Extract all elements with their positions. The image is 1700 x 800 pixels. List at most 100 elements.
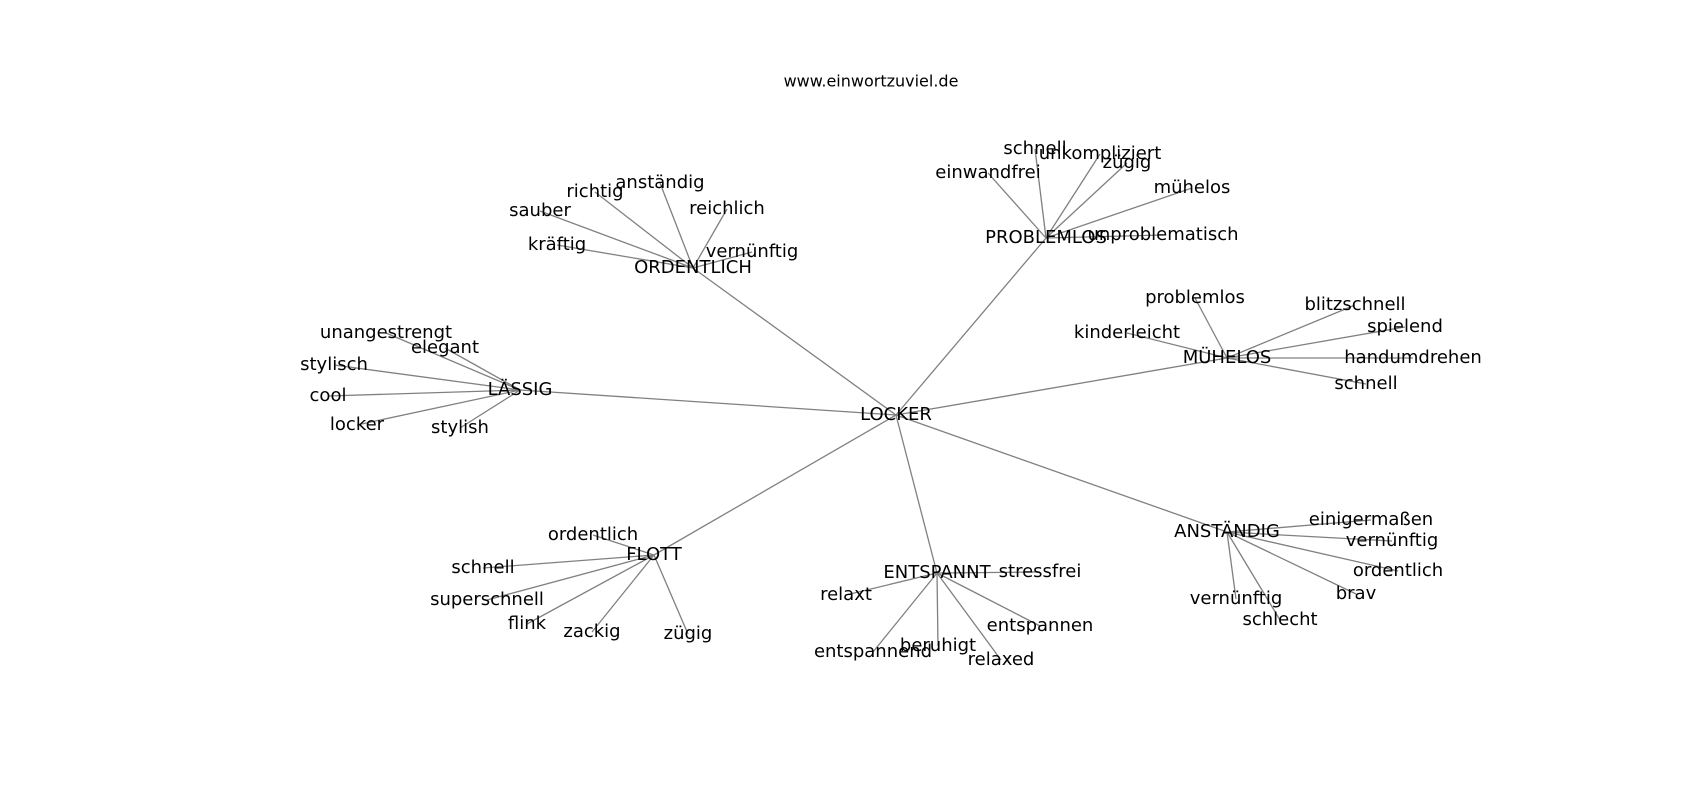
node-group-entspannt: ENTSPANNT (883, 562, 991, 583)
node-leaf-laessig-stylish: stylish (431, 417, 489, 438)
edge-problemlos-zuegig-2 (1045, 162, 1128, 239)
node-leaf-entspannt-relaxed: relaxed (968, 649, 1035, 670)
labels-layer: LOCKERORDENTLICHanständigrichtigsauberkr… (300, 138, 1482, 670)
edge-locker-muehelos (895, 357, 1228, 416)
node-leaf-laessig-locker: locker (330, 414, 385, 435)
node-group-ordentlich: ORDENTLICH (634, 257, 752, 278)
edge-problemlos-unproblematisch-5 (1045, 234, 1164, 239)
node-group-laessig: LÄSSIG (488, 379, 553, 400)
node-leaf-muehelos-handumdrehen: handumdrehen (1344, 347, 1482, 368)
edge-locker-problemlos (895, 237, 1047, 416)
edge-locker-laessig (519, 389, 897, 416)
node-leaf-laessig-stylisch: stylisch (300, 354, 368, 375)
edge-flott-zuegig-5 (653, 554, 689, 635)
edge-problemlos-einwandfrei-3 (987, 172, 1047, 239)
edge-entspannt-entspannend-4 (872, 572, 938, 653)
edge-entspannt-relaxt-1 (845, 572, 938, 596)
node-leaf-flott-zackig: zackig (563, 621, 620, 642)
edge-muehelos-spielend-2 (1226, 326, 1406, 359)
node-leaf-entspannt-entspannen: entspannen (987, 615, 1094, 636)
edge-ordentlich-kraeftig-3 (556, 244, 694, 269)
node-leaf-problemlos-schnell: schnell (1003, 138, 1066, 159)
edge-laessig-stylish-5 (459, 389, 521, 429)
node-leaf-problemlos-muehelos: mühelos (1154, 177, 1231, 198)
node-leaf-problemlos-unkompliziert: unkompliziert (1039, 143, 1162, 164)
node-leaf-anstaendig-brav: brav (1336, 583, 1377, 604)
node-group-anstaendig: ANSTÄNDIG (1174, 521, 1280, 542)
node-leaf-problemlos-zuegig: zügig (1103, 152, 1152, 173)
edge-locker-entspannt (895, 414, 938, 574)
node-leaf-problemlos-einwandfrei: einwandfrei (935, 162, 1041, 183)
edge-problemlos-schnell-0 (1034, 148, 1047, 239)
node-leaf-ordentlich-kraeftig: kräftig (528, 234, 586, 255)
node-leaf-laessig-cool: cool (310, 385, 347, 406)
node-leaf-problemlos-unproblematisch: unproblematisch (1087, 224, 1238, 245)
edges-layer (327, 148, 1413, 661)
edge-ordentlich-reichlich-4 (692, 208, 728, 269)
edge-locker-flott (653, 414, 897, 556)
node-leaf-flott-flink: flink (508, 613, 547, 634)
node-leaf-flott-ordentlich: ordentlich (548, 524, 638, 545)
edge-problemlos-unkompliziert-1 (1045, 153, 1101, 239)
node-group-muehelos: MÜHELOS (1183, 346, 1272, 368)
edge-flott-zackig-4 (591, 554, 655, 633)
edge-ordentlich-richtig-1 (594, 191, 694, 269)
edge-entspannt-beruhigt-3 (936, 572, 939, 647)
edge-entspannt-entspannen-2 (936, 572, 1041, 627)
node-leaf-ordentlich-richtig: richtig (566, 181, 623, 202)
node-leaf-anstaendig-ordentlich: ordentlich (1353, 560, 1443, 581)
edge-anstaendig-ordentlich-2 (1226, 531, 1399, 572)
node-leaf-anstaendig-schlecht: schlecht (1242, 609, 1317, 630)
node-leaf-laessig-elegant: elegant (411, 337, 479, 358)
edge-ordentlich-anstaendig-0 (659, 182, 694, 269)
node-leaf-entspannt-beruhigt: beruhigt (900, 635, 976, 656)
edge-muehelos-kinderleicht-3 (1126, 332, 1228, 359)
node-leaf-muehelos-blitzschnell: blitzschnell (1304, 294, 1405, 315)
edge-laessig-stylisch-2 (333, 364, 521, 391)
edge-problemlos-muehelos-4 (1045, 187, 1193, 239)
node-group-problemlos: PROBLEMLOS (985, 227, 1107, 248)
node-leaf-muehelos-spielend: spielend (1367, 316, 1443, 337)
node-leaf-anstaendig-vernuenftig: vernünftig (1346, 530, 1439, 551)
source-watermark: www.einwortzuviel.de (784, 72, 959, 91)
node-leaf-entspannt-relaxt: relaxt (820, 584, 872, 605)
node-leaf-muehelos-schnell: schnell (1334, 373, 1397, 394)
edge-ordentlich-vernuenftig-5 (692, 251, 753, 269)
edge-ordentlich-sauber-2 (539, 210, 694, 269)
node-root-locker: LOCKER (860, 404, 932, 425)
edge-muehelos-schnell-5 (1226, 357, 1367, 385)
edge-muehelos-blitzschnell-1 (1226, 304, 1356, 359)
edge-laessig-elegant-1 (444, 347, 521, 391)
node-leaf-flott-schnell: schnell (451, 557, 514, 578)
edge-laessig-cool-3 (327, 389, 521, 397)
node-group-flott: FLOTT (626, 544, 683, 565)
edge-anstaendig-vernuenftig-4 (1226, 531, 1237, 600)
edge-laessig-locker-4 (356, 389, 521, 426)
edge-anstaendig-vernuenftig-1 (1226, 531, 1393, 542)
node-leaf-flott-superschnell: superschnell (430, 589, 544, 610)
node-leaf-entspannt-stressfrei: stressfrei (999, 561, 1082, 582)
edge-flott-superschnell-2 (486, 554, 655, 601)
node-leaf-ordentlich-sauber: sauber (509, 200, 571, 221)
edge-flott-ordentlich-0 (592, 534, 655, 556)
node-leaf-ordentlich-vernuenftig: vernünftig (706, 241, 799, 262)
edge-anstaendig-brav-3 (1226, 531, 1357, 595)
edge-flott-schnell-1 (482, 554, 655, 569)
edge-flott-flink-3 (526, 554, 655, 625)
node-leaf-muehelos-problemlos: problemlos (1145, 287, 1245, 308)
edge-locker-anstaendig (895, 414, 1228, 533)
edge-anstaendig-schlecht-5 (1226, 531, 1281, 621)
node-leaf-laessig-unangestrengt: unangestrengt (320, 322, 452, 343)
edge-locker-ordentlich (692, 267, 897, 416)
edge-anstaendig-einigermassen-0 (1226, 519, 1372, 533)
edge-entspannt-relaxed-5 (936, 572, 1002, 661)
node-leaf-entspannt-entspannend: entspannend (814, 641, 932, 662)
node-leaf-anstaendig-einigermassen: einigermaßen (1309, 509, 1433, 530)
node-leaf-flott-zuegig: zügig (664, 623, 713, 644)
edge-laessig-unangestrengt-0 (385, 332, 521, 391)
edge-muehelos-problemlos-0 (1194, 297, 1228, 359)
node-leaf-ordentlich-reichlich: reichlich (689, 198, 765, 219)
edge-entspannt-stressfrei-0 (936, 571, 1041, 574)
node-leaf-anstaendig-vernuenftig: vernünftig (1190, 588, 1283, 609)
